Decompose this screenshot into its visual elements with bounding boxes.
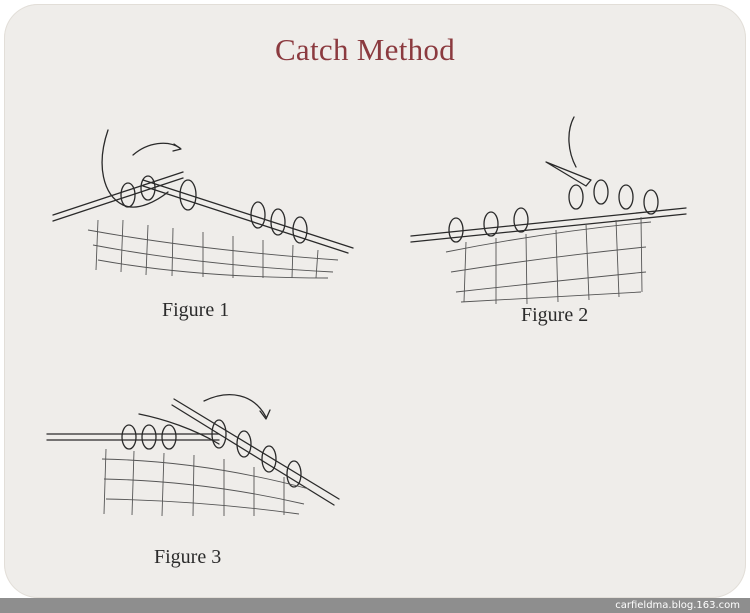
watermark-text: carfieldma.blog.163.com: [615, 600, 740, 611]
figure-1-illustration: [52, 129, 354, 279]
diagram-card: Catch Method Figure 1: [4, 4, 746, 598]
figure-3-illustration: [46, 394, 340, 517]
figure-1-caption: Figure 1: [162, 299, 230, 321]
figure-2-illustration: [410, 116, 687, 305]
diagram-title: Catch Method: [274, 32, 456, 67]
figure-3-caption: Figure 3: [154, 546, 222, 568]
bottom-bar: [0, 598, 750, 613]
figure-2-caption: Figure 2: [521, 304, 589, 326]
